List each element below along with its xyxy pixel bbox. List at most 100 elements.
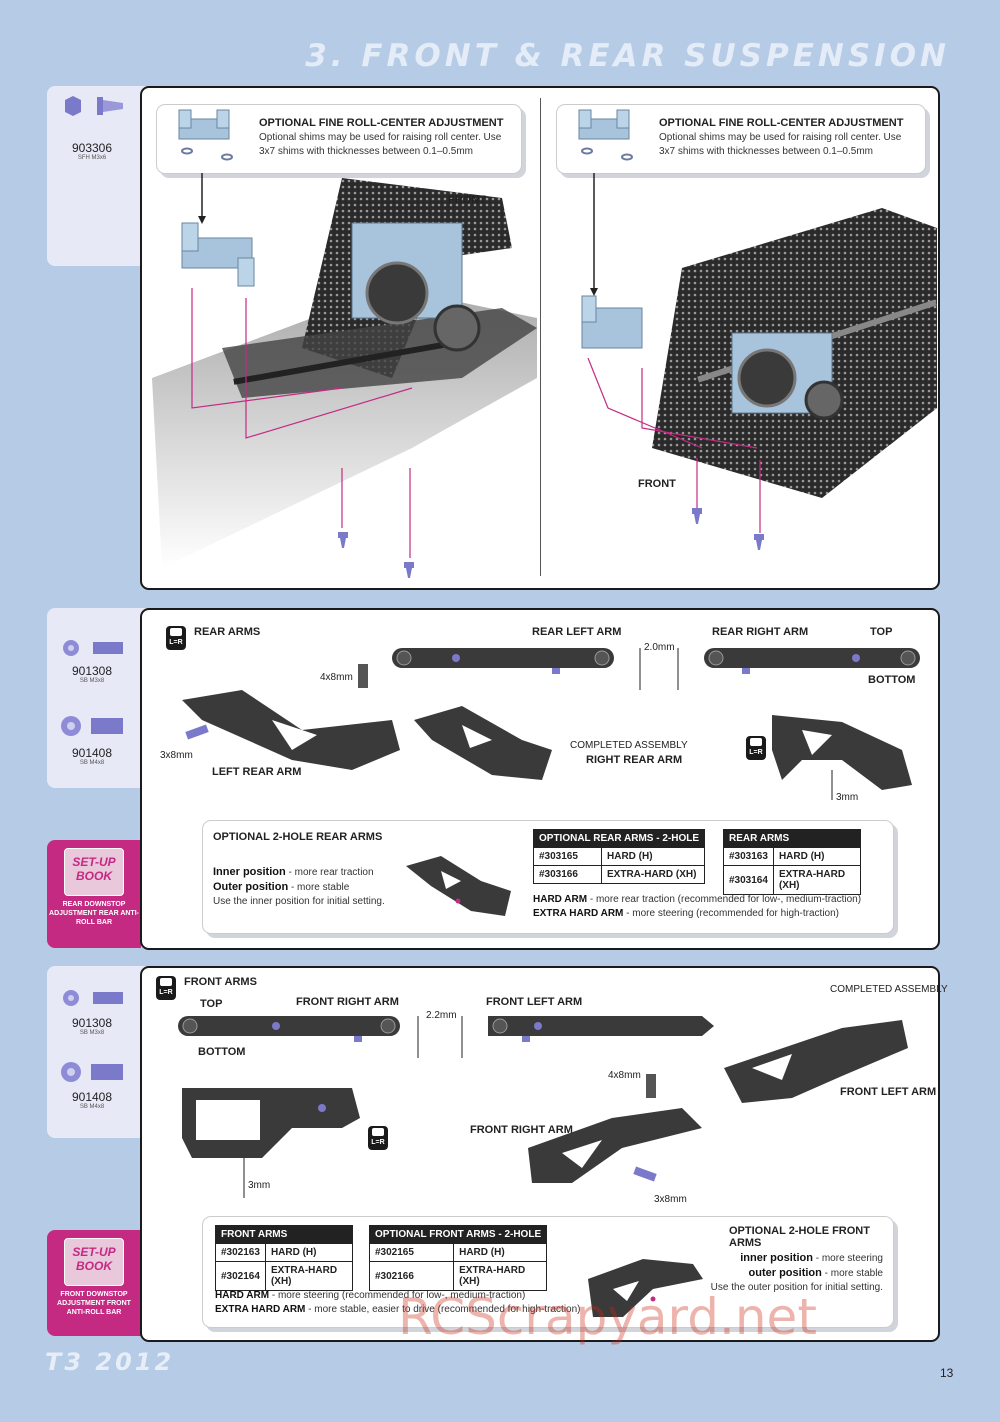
- front-left-arm-label: FRONT LEFT ARM: [486, 996, 583, 1008]
- roll-center-block-icon: [178, 109, 233, 161]
- front-label: FRONT: [448, 194, 486, 206]
- rear-bulkhead-illustration: [581, 173, 937, 550]
- gap-2mm: 2.0mm: [644, 642, 675, 653]
- page-title: 3. FRONT & REAR SUSPENSION: [305, 38, 950, 74]
- watermark: RCScrapyard.net: [398, 1288, 817, 1346]
- hard-arm-text: - more rear traction (recommended for lo…: [587, 894, 862, 905]
- inner-position-label: inner position: [740, 1252, 813, 1264]
- hardware-desc: SB M4x8: [79, 760, 105, 766]
- front-right-arm-assembly-label: FRONT RIGHT ARM: [470, 1124, 573, 1136]
- rear-arms-label: REAR ARMS: [194, 626, 261, 638]
- hard-arm-text: - more steering (recommended for low-, m…: [269, 1290, 526, 1301]
- hardware-tab-2: 901308 SB M3x8 901408 SB M4x8: [47, 608, 147, 788]
- lr-badge: L=R: [368, 1126, 388, 1150]
- left-rear-arm-label: LEFT REAR ARM: [212, 766, 302, 778]
- ball-stud-icons: [61, 990, 123, 1082]
- hardware-desc: SB M4x8: [79, 1104, 105, 1110]
- gap-2-2mm: 2.2mm: [426, 1010, 457, 1021]
- front-bulkhead-illustration: [152, 173, 537, 578]
- optional-title: OPTIONAL 2-HOLE REAR ARMS: [213, 831, 383, 843]
- hardware-number: 901308: [71, 1016, 113, 1030]
- size-4x8: 4x8mm: [608, 1070, 641, 1081]
- screw-icon: [65, 96, 123, 116]
- xhard-arm-label: EXTRA HARD ARM: [533, 908, 624, 919]
- rear-arms-panel: L=R REAR ARMS REAR LEFT ARM REAR RIGHT A…: [140, 608, 940, 950]
- setup-book-icon: SET-UP BOOK: [64, 1238, 124, 1286]
- rear-arms-illustration: [182, 648, 920, 800]
- outer-position-label: outer position: [748, 1267, 822, 1279]
- hardware-desc: SFH M3x6: [77, 155, 107, 161]
- callout-body: Optional shims may be used for raising r…: [659, 132, 902, 157]
- callout-title: OPTIONAL FINE ROLL-CENTER ADJUSTMENT: [659, 117, 904, 129]
- initial-setting-note: Use the outer position for initial setti…: [710, 1282, 883, 1293]
- initial-setting-note: Use the inner position for initial setti…: [213, 896, 385, 907]
- size-3mm: 3mm: [836, 792, 859, 803]
- inner-position-label: Inner position: [213, 866, 286, 878]
- hardware-desc: SB M3x8: [79, 678, 105, 684]
- callout-body: Optional shims may be used for raising r…: [259, 132, 502, 157]
- hardware-number: 901308: [71, 664, 113, 678]
- size-4x8: 4x8mm: [320, 672, 353, 683]
- inner-position-text: - more rear traction: [285, 867, 374, 878]
- optional-front-title: OPTIONAL 2-HOLE FRONT ARMS: [729, 1225, 870, 1249]
- outer-position-label: Outer position: [213, 881, 289, 893]
- table-header: REAR ARMS: [723, 829, 861, 848]
- top-label: TOP: [200, 998, 223, 1010]
- two-hole-front-arm-icon: [588, 1259, 703, 1317]
- inner-position-text: - more steering: [812, 1253, 883, 1264]
- rear-left-arm-label: REAR LEFT ARM: [532, 626, 622, 638]
- front-arms-illustration: [178, 1016, 908, 1198]
- size-3mm: 3mm: [248, 1180, 271, 1191]
- hardware-tab-3: 901308 SB M3x8 901408 SB M4x8: [47, 966, 147, 1138]
- divider: [540, 98, 541, 576]
- setup-book-text: FRONT DOWNSTOP ADJUSTMENT FRONT ANTI-ROL…: [57, 1291, 131, 1316]
- right-rear-arm-label: RIGHT REAR ARM: [586, 754, 683, 766]
- size-3x8: 3x8mm: [160, 750, 193, 761]
- hardware-number: 901408: [71, 1090, 113, 1104]
- setup-book-rear[interactable]: SET-UP BOOK REAR DOWNSTOP ADJUSTMENT REA…: [47, 840, 141, 948]
- front-arms-label: FRONT ARMS: [184, 976, 257, 988]
- roll-center-panel: OPTIONAL FINE ROLL-CENTER ADJUSTMENT Opt…: [140, 86, 940, 590]
- roll-center-callout-right: OPTIONAL FINE ROLL-CENTER ADJUSTMENT Opt…: [556, 104, 926, 174]
- hardware-tab-1: 903306 SFH M3x6: [47, 86, 147, 266]
- hardware-desc: SB M3x8: [79, 1030, 105, 1036]
- two-hole-rear-arm-icon: [406, 856, 511, 916]
- brand-logo: T3 2012: [45, 1348, 175, 1376]
- lr-badge: L=R: [156, 976, 176, 1000]
- front-label: FRONT: [638, 478, 676, 490]
- bottom-label: BOTTOM: [868, 674, 916, 686]
- optional-rear-arms-callout: OPTIONAL 2-HOLE REAR ARMS Inner position…: [202, 820, 894, 934]
- lr-badge: L=R: [746, 736, 766, 760]
- completed-assembly: COMPLETED ASSEMBLY: [830, 984, 948, 995]
- setup-book-icon: SET-UP BOOK: [64, 848, 124, 896]
- setup-book-front[interactable]: SET-UP BOOK FRONT DOWNSTOP ADJUSTMENT FR…: [47, 1230, 141, 1336]
- top-label: TOP: [870, 626, 893, 638]
- roll-center-block-icon: [578, 109, 633, 161]
- front-left-arm-assembly-label: FRONT LEFT ARM: [840, 1086, 937, 1098]
- table-header: OPTIONAL FRONT ARMS - 2-HOLE: [368, 1225, 548, 1244]
- completed-assembly: COMPLETED ASSEMBLY: [570, 740, 688, 751]
- outer-position-text: - more stable: [288, 882, 350, 893]
- hard-arm-label: HARD ARM: [533, 894, 588, 905]
- hardware-number: 901408: [71, 746, 113, 760]
- outer-position-text: - more stable: [821, 1268, 883, 1279]
- table-header: FRONT ARMS: [215, 1225, 353, 1244]
- xhard-arm-text: - more steering (recommended for high-tr…: [623, 908, 840, 919]
- size-3x8: 3x8mm: [654, 1194, 687, 1205]
- hardware-number: 903306: [71, 141, 113, 155]
- roll-center-callout-left: OPTIONAL FINE ROLL-CENTER ADJUSTMENT Opt…: [156, 104, 522, 174]
- table-header: OPTIONAL REAR ARMS - 2-HOLE: [532, 829, 706, 848]
- bottom-label: BOTTOM: [198, 1046, 246, 1058]
